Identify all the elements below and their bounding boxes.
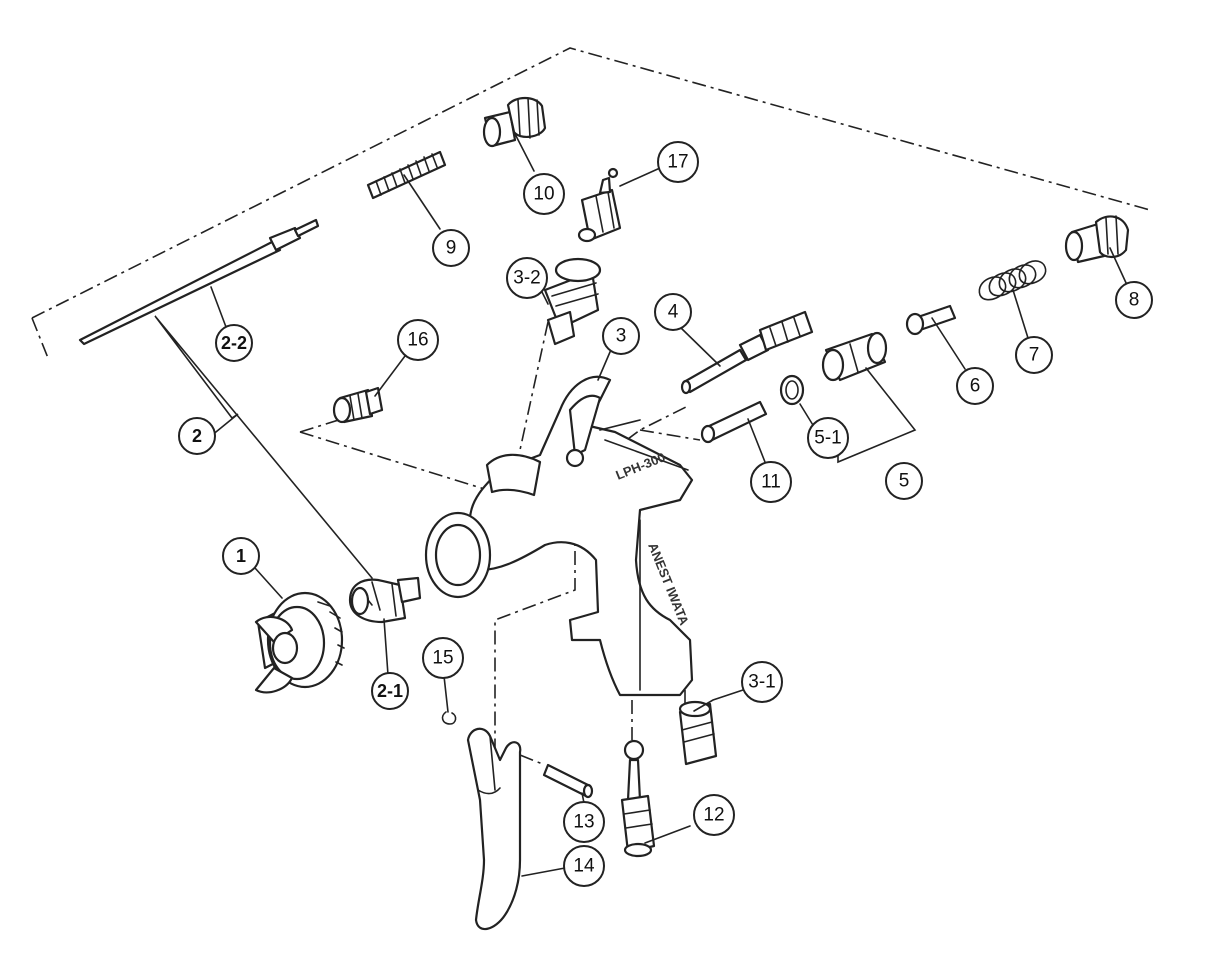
callout-label: 6 bbox=[970, 376, 981, 397]
trigger-part bbox=[466, 727, 522, 931]
valve-seat-part bbox=[905, 304, 957, 336]
callout-label: 1 bbox=[236, 546, 246, 566]
callout-label: 3-1 bbox=[748, 672, 775, 693]
callout-label: 3-2 bbox=[513, 268, 540, 289]
callout-15: 15 bbox=[422, 637, 464, 679]
callout-10: 10 bbox=[523, 173, 565, 215]
air-adjusting-screw-part bbox=[1064, 215, 1130, 264]
needle-part bbox=[78, 218, 320, 346]
callout-label: 11 bbox=[761, 472, 781, 493]
callout-label: 5-1 bbox=[814, 428, 841, 449]
valve-body-part bbox=[821, 331, 888, 382]
spreader-valve-part bbox=[577, 167, 622, 243]
callout-14: 14 bbox=[563, 845, 605, 887]
callout-label: 2-2 bbox=[221, 333, 247, 353]
callout-label: 2 bbox=[192, 426, 202, 446]
callout-2: 2 bbox=[178, 417, 216, 455]
fluid-inlet-fitting-part bbox=[332, 386, 384, 424]
callout-2-2: 2-2 bbox=[215, 324, 253, 362]
callout-16: 16 bbox=[397, 319, 439, 361]
fan-adjusting-valve-part bbox=[620, 739, 656, 858]
needle-spring-part bbox=[366, 150, 447, 200]
callout-label: 4 bbox=[668, 302, 679, 323]
air-valve-part bbox=[543, 257, 602, 346]
callout-12: 12 bbox=[693, 794, 735, 836]
callout-1: 1 bbox=[222, 537, 260, 575]
trigger-pin-part bbox=[700, 400, 768, 444]
leader-lines bbox=[154, 129, 1128, 877]
callout-8: 8 bbox=[1115, 281, 1153, 319]
snap-ring-part bbox=[441, 711, 457, 725]
air-valve-spring-part bbox=[978, 260, 1047, 301]
callout-label: 12 bbox=[703, 805, 724, 826]
callout-label: 3 bbox=[616, 326, 627, 347]
callout-label: 16 bbox=[407, 330, 428, 351]
air-valve-stem-part bbox=[680, 310, 814, 395]
callout-label: 17 bbox=[667, 152, 688, 173]
trigger-stud-part bbox=[542, 763, 594, 799]
callout-label: 9 bbox=[446, 238, 457, 259]
callout-13: 13 bbox=[563, 801, 605, 843]
callout-17: 17 bbox=[657, 141, 699, 183]
callout-11: 11 bbox=[750, 461, 792, 503]
callout-label: 8 bbox=[1129, 290, 1140, 311]
air-cap-part bbox=[254, 591, 345, 694]
callout-5-1: 5-1 bbox=[807, 417, 849, 459]
air-inlet-fitting-part bbox=[678, 700, 718, 766]
callout-label: 15 bbox=[432, 648, 453, 669]
callout-3-1: 3-1 bbox=[741, 661, 783, 703]
callout-label: 7 bbox=[1029, 345, 1040, 366]
callout-label: 13 bbox=[573, 812, 594, 833]
callout-label: 2-1 bbox=[377, 681, 403, 701]
fluid-adjusting-knob-part bbox=[482, 96, 547, 148]
fluid-nozzle-part bbox=[348, 576, 422, 624]
callout-2-1: 2-1 bbox=[371, 672, 409, 710]
callout-3-2: 3-2 bbox=[506, 257, 548, 299]
callout-label: 5 bbox=[899, 471, 910, 492]
callout-7: 7 bbox=[1015, 336, 1053, 374]
callout-6: 6 bbox=[956, 367, 994, 405]
callout-9: 9 bbox=[432, 229, 470, 267]
o-ring-part bbox=[779, 374, 805, 406]
callout-5: 5 bbox=[885, 462, 923, 500]
callout-3: 3 bbox=[602, 317, 640, 355]
callout-label: 14 bbox=[573, 856, 595, 877]
callout-4: 4 bbox=[654, 293, 692, 331]
callout-label: 10 bbox=[533, 184, 554, 205]
